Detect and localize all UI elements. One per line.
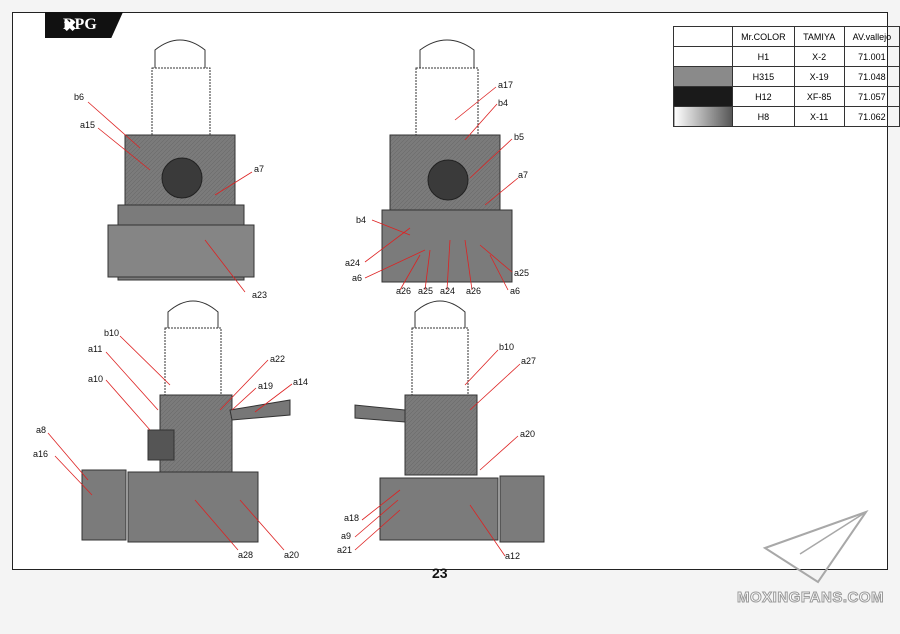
site-watermark: MOXINGFANS.COM (736, 589, 885, 607)
part-label: a27 (521, 356, 536, 366)
part-label: a24 (440, 286, 455, 296)
part-label: b4 (498, 98, 508, 108)
weapon-view-right (354, 300, 545, 543)
vallejo-code: 71.062 (843, 106, 900, 127)
callouts-right: b10 a27 a20 a18 a9 a21 a12 (337, 342, 536, 561)
part-label: a28 (238, 550, 253, 560)
color-row: H12 XF-85 71.057 (672, 86, 900, 107)
part-label: a18 (344, 513, 359, 523)
part-label: b10 (499, 342, 514, 352)
tamiya-code: X-11 (793, 106, 845, 127)
part-label: a8 (36, 425, 46, 435)
part-label: a26 (466, 286, 481, 296)
part-label: a9 (341, 531, 351, 541)
callouts-front: b6 a15 a7 a23 (74, 92, 267, 300)
crossed-tools-icon: ✖ (63, 18, 77, 35)
tamiya-code: X-19 (793, 66, 845, 87)
part-label: a12 (505, 551, 520, 561)
paper-plane-icon (762, 510, 869, 584)
callouts-left: b10 a11 a10 a22 a19 a14 a8 a16 a28 a20 (33, 328, 308, 560)
part-label: a26 (396, 286, 411, 296)
part-label: a6 (352, 273, 362, 283)
part-label: a20 (520, 429, 535, 439)
part-label: a15 (80, 120, 95, 130)
weapon-view-front (107, 39, 255, 281)
callouts-rear: a17 b4 b5 a7 b4 a24 a6 a26 a25 a24 a26 a… (345, 80, 529, 296)
part-label: a21 (337, 545, 352, 555)
part-label: a14 (293, 377, 308, 387)
color-reference-table: Mr.COLOR TAMIYA AV.vallejo H1 X-2 71.001… (672, 26, 900, 127)
part-label: b4 (356, 215, 366, 225)
weapon-view-left (81, 300, 291, 543)
color-table-header: Mr.COLOR TAMIYA AV.vallejo (672, 26, 900, 47)
part-label: a25 (418, 286, 433, 296)
part-label: a25 (514, 268, 529, 278)
brand-logo: ✖ RPG (45, 12, 123, 38)
part-label: a17 (498, 80, 513, 90)
part-label: a7 (518, 170, 528, 180)
brand-logo-text: RPG (63, 16, 97, 33)
part-label: b6 (74, 92, 84, 102)
part-label: b10 (104, 328, 119, 338)
part-label: a24 (345, 258, 360, 268)
part-label: b5 (514, 132, 524, 142)
part-label: a7 (254, 164, 264, 174)
part-label: a23 (252, 290, 267, 300)
part-label: a22 (270, 354, 285, 364)
part-label: a16 (33, 449, 48, 459)
part-label: a19 (258, 381, 273, 391)
weapon-view-rear (381, 39, 513, 283)
part-label: a10 (88, 374, 103, 384)
color-swatch (672, 86, 734, 107)
color-row: H8 X-11 71.062 (672, 106, 900, 127)
part-label: a6 (510, 286, 520, 296)
part-label: a20 (284, 550, 299, 560)
color-swatch (672, 106, 734, 127)
page-number: 23 (432, 565, 448, 581)
part-label: a11 (88, 344, 102, 354)
